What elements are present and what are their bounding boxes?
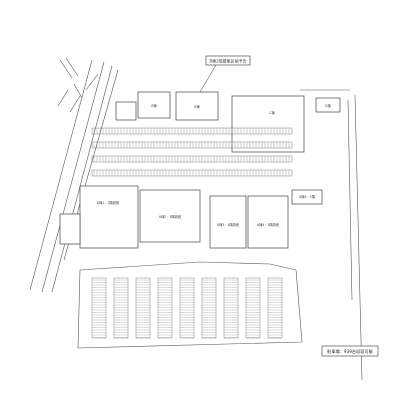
- label-a-main: A棟1・2階新館: [97, 200, 119, 205]
- building-d: [315, 97, 341, 113]
- callout-label: B棟2階募集区画予告: [209, 58, 246, 64]
- label-a-right-1: A棟3・4階新館: [217, 222, 239, 227]
- parking-bay: [201, 277, 217, 339]
- building-a-tag: [291, 189, 323, 205]
- annex-lower-left: [59, 213, 81, 245]
- parking-bay: [223, 277, 239, 339]
- annex-left: [115, 101, 137, 121]
- parking-bay: [267, 277, 283, 339]
- label-a-right-2: A棟4・5階新館: [257, 222, 279, 227]
- parking-bay: [179, 277, 195, 339]
- parking-note-text: 駐車場：939台収容可能: [327, 348, 373, 355]
- upper-parking: [91, 127, 293, 177]
- label-a-center: A棟2・3階新館: [159, 214, 181, 219]
- parking-bay: [113, 277, 129, 339]
- parking-row: [91, 141, 293, 149]
- upper-buildings: [115, 91, 341, 153]
- label-a-tag: A棟4・5階: [299, 194, 316, 199]
- building-b-highlight: [175, 91, 219, 121]
- parking-row: [91, 155, 293, 163]
- left-road: [29, 57, 119, 293]
- bottom-parking: [77, 261, 303, 349]
- building-a-right-2: [247, 195, 289, 249]
- label-b-small: B棟: [151, 103, 157, 108]
- parking-note: 駐車場：939台収容可能: [321, 345, 379, 357]
- building-a-main: [79, 185, 139, 249]
- building-b-small: [137, 91, 171, 119]
- parking-bay: [91, 277, 107, 339]
- building-a-right-1: [209, 195, 247, 249]
- a-complex: [59, 185, 323, 249]
- right-boundary: [300, 89, 363, 381]
- callout: B棟2階募集区画予告: [199, 55, 251, 93]
- building-a-center: [139, 189, 201, 243]
- parking-row: [91, 169, 293, 177]
- parking-bay: [157, 277, 173, 339]
- label-c: C棟: [269, 110, 275, 115]
- label-d: D棟: [325, 103, 331, 108]
- parking-bay: [135, 277, 151, 339]
- parking-row: [91, 127, 293, 135]
- label-b-highlight: B棟: [194, 104, 200, 109]
- parking-bay: [245, 277, 261, 339]
